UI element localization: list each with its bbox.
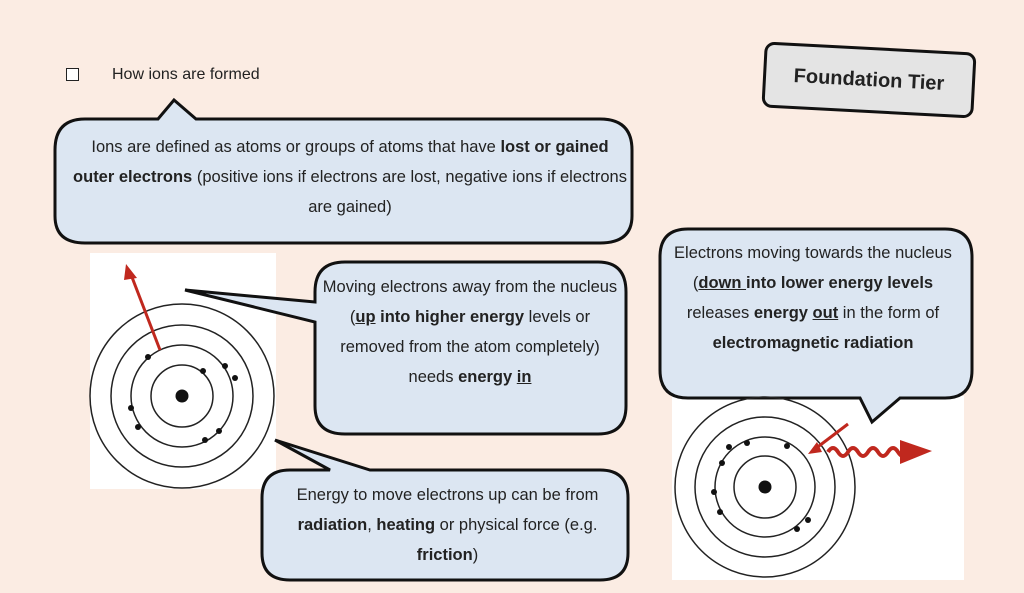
red-arrow-in-head (808, 442, 822, 454)
red-arrow-in (814, 422, 849, 451)
sources-callout-shape (260, 438, 630, 582)
nucleus-right (758, 480, 772, 494)
wavy-arrow-icon (826, 446, 908, 458)
wavy-arrow-head (900, 440, 932, 464)
electrons-right (711, 440, 811, 532)
definition-callout-shape (53, 97, 634, 245)
away-callout-text: Moving electrons away from the nucleus (… (322, 278, 618, 386)
electrons-left (128, 354, 238, 443)
atom-diagram-right (674, 396, 856, 578)
sources-callout-text: Energy to move electrons up can be from … (296, 486, 599, 564)
red-arrow-icon (128, 271, 162, 351)
towards-callout-shape (658, 227, 974, 425)
nucleus-left (175, 389, 189, 403)
atom-diagram-left (89, 303, 275, 489)
red-arrow-head (124, 264, 137, 280)
atom-panel-left (90, 253, 276, 489)
topic-label: How ions are formed (112, 66, 260, 83)
away-callout-shape (184, 260, 628, 436)
atom-panel-right (672, 396, 964, 580)
towards-callout-text: Electrons moving towards the nucleus (do… (674, 244, 952, 352)
checkbox-icon[interactable] (66, 68, 79, 81)
definition-callout-text: Ions are defined as atoms or groups of a… (73, 138, 627, 216)
